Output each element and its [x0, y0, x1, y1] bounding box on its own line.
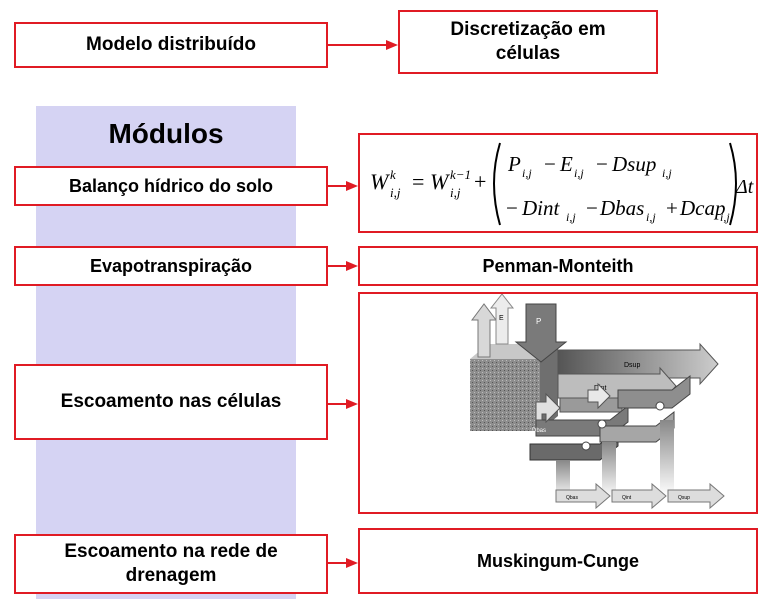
muskingum-box: Muskingum-Cunge: [358, 528, 758, 594]
drop-3: [660, 420, 674, 496]
arrowhead-5: [346, 558, 358, 568]
model-label: Modelo distribuído: [86, 34, 256, 55]
penman-label: Penman-Monteith: [482, 255, 634, 276]
penman-box: Penman-Monteith: [358, 246, 758, 286]
formula-e-sub: i,j: [574, 166, 584, 180]
formula-minus3: −: [506, 196, 518, 220]
water-balance-formula: W k i,j = W k−1 i,j + P i,j − E i,j − Ds…: [358, 133, 758, 233]
arrow-bend-1: [535, 392, 561, 424]
formula-minus4: −: [586, 196, 598, 220]
runoff-box: Escoamento nas células: [14, 364, 328, 440]
label-p: P: [536, 317, 541, 326]
arrow-bend-2: [587, 382, 611, 410]
formula-sup-km1: k−1: [450, 167, 471, 182]
water-balance-label: Balanço hídrico do solo: [68, 175, 274, 196]
formula-sub-ij2: i,j: [450, 185, 461, 200]
formula-dsup: Dsup: [611, 152, 656, 176]
formula-p: P: [507, 152, 521, 176]
channel-4: [529, 428, 619, 461]
node-3: [581, 441, 591, 451]
arrow-qbas: [555, 482, 611, 510]
formula-sup-k: k: [390, 167, 396, 182]
arrow-qsup: [667, 482, 725, 510]
evapo-label: Evapotranspiração: [89, 255, 253, 276]
label-qsup: Qsup: [678, 495, 690, 501]
network-label: Escoamento na rede de drenagem: [64, 541, 278, 586]
label-dbas: Dbas: [532, 428, 546, 434]
runoff-label: Escoamento nas células: [60, 391, 282, 412]
label-qint: Qint: [622, 495, 632, 501]
formula-eq: =: [412, 169, 424, 194]
node-1: [597, 419, 607, 429]
formula-dbas-sub: i,j: [646, 210, 656, 224]
schematic-svg: E P Dsup Dint Dbas Qbas Qint Qsup: [470, 294, 725, 510]
arrow-et-1: [471, 303, 497, 358]
formula-minus1: −: [544, 152, 556, 176]
arrow-precip: [514, 303, 568, 363]
evapo-box: Evapotranspiração: [14, 246, 328, 286]
formula-minus2: −: [596, 152, 608, 176]
formula-dcap-sub: i,j: [720, 210, 730, 224]
formula-dcap: Dcap: [679, 196, 726, 220]
arrow-qint: [611, 482, 667, 510]
formula-p-sub: i,j: [522, 166, 532, 180]
label-dsup: Dsup: [624, 362, 640, 369]
formula-dsup-sub: i,j: [662, 166, 672, 180]
formula-w: W: [370, 169, 390, 194]
formula-plus: +: [474, 169, 486, 194]
paren-right: [729, 142, 737, 226]
formula-e: E: [559, 152, 573, 176]
muskingum-label: Muskingum-Cunge: [477, 550, 639, 571]
channel-3: [617, 374, 691, 409]
formula-sub-ij: i,j: [390, 185, 401, 200]
arrow-et-2: [489, 294, 515, 345]
formula-svg: W k i,j = W k−1 i,j + P i,j − E i,j − Ds…: [370, 142, 754, 226]
arrowhead-2: [346, 181, 358, 191]
drop-2: [602, 442, 616, 498]
formula-w2: W: [430, 169, 450, 194]
formula-dint-sub: i,j: [566, 210, 576, 224]
discretization-box: Discretização em células: [398, 10, 658, 74]
node-2: [655, 401, 665, 411]
cell-runoff-schematic: E P Dsup Dint Dbas Qbas Qint Qsup: [358, 292, 758, 514]
formula-dbas: Dbas: [599, 196, 644, 220]
water-balance-box: Balanço hídrico do solo: [14, 166, 328, 206]
network-box: Escoamento na rede de drenagem: [14, 534, 328, 594]
arrowhead-1: [386, 40, 398, 50]
arrowhead-3: [346, 261, 358, 271]
formula-plus2: +: [666, 196, 678, 220]
formula-dint: Dint: [521, 196, 561, 220]
discretization-label: Discretização em células: [450, 19, 606, 64]
model-box: Modelo distribuído: [14, 22, 328, 68]
soil-block: [470, 359, 540, 431]
paren-left: [493, 142, 501, 226]
label-e: E: [499, 315, 504, 322]
modules-heading: Módulos: [108, 118, 224, 149]
formula-dt: Δt: [735, 176, 754, 198]
label-qbas: Qbas: [566, 495, 578, 501]
arrowhead-4: [346, 399, 358, 409]
